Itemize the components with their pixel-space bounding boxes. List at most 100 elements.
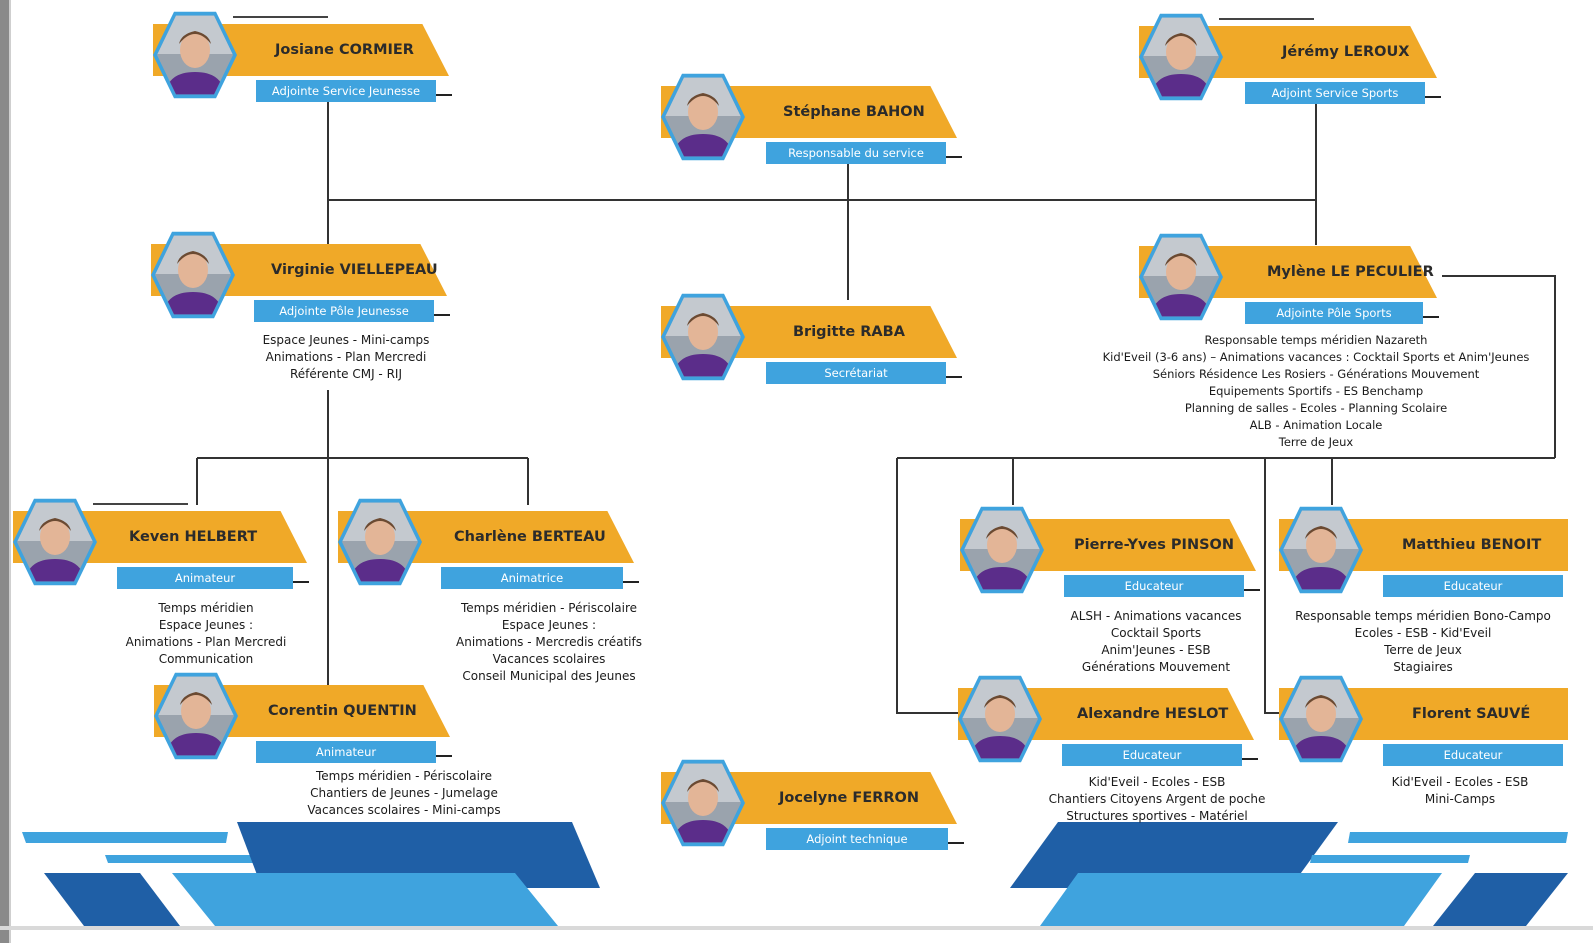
person-name: Jocelyne FERRON — [779, 790, 920, 806]
tasks-benoit: Responsable temps méridien Bono-Campo Ec… — [1282, 608, 1564, 676]
card-charlene-berteau: Charlène BERTEAU Animatrice — [338, 497, 639, 597]
card-keven-helbert: Keven HELBERT Animateur — [13, 497, 313, 597]
task-line: Animations - Mercredis créatifs — [456, 635, 642, 649]
person-role: Adjoint technique — [766, 828, 948, 850]
person-name: Brigitte RABA — [793, 324, 905, 340]
tasks-quentin: Temps méridien - Périscolaire Chantiers … — [286, 768, 522, 819]
person-name: Keven HELBERT — [129, 529, 258, 545]
person-name: Jérémy LEROUX — [1282, 44, 1410, 60]
role-tick — [293, 581, 309, 583]
card-top-tick — [93, 503, 188, 505]
task-line: Kid'Eveil - Ecoles - ESB — [1391, 775, 1529, 789]
decor-band-3 — [237, 822, 600, 888]
task-line: Séniors Résidence Les Rosiers - Générati… — [1152, 367, 1480, 381]
person-role: Educateur — [1062, 744, 1242, 766]
avatar — [661, 759, 745, 847]
line-lepeculier-right — [1442, 275, 1556, 458]
task-line: Responsable temps méridien Bono-Campo — [1295, 609, 1551, 623]
task-line: Anim'Jeunes - ESB — [1101, 643, 1211, 657]
card-corentin-quentin: Corentin QUENTIN Animateur — [154, 671, 454, 771]
task-line: Cocktail Sports — [1110, 626, 1202, 640]
person-name: Florent SAUVÉ — [1412, 706, 1531, 722]
card-mylene-le-peculier: Mylène LE PECULIER Adjointe Pôle Sports — [1139, 232, 1439, 332]
task-line: Espace Jeunes : — [158, 618, 254, 632]
task-line: Communication — [158, 652, 254, 666]
avatar — [958, 675, 1042, 763]
tasks-heslot: Kid'Eveil - Ecoles - ESB Chantiers Citoy… — [1034, 774, 1280, 825]
decor-band-9 — [1310, 855, 1470, 863]
task-line: Générations Mouvement — [1081, 660, 1231, 674]
decor-band-8 — [1348, 832, 1568, 843]
left-border — [0, 0, 11, 943]
tasks-lepeculier: Responsable temps méridien Nazareth Kid'… — [1082, 332, 1550, 451]
person-name: Alexandre HESLOT — [1077, 706, 1229, 722]
role-tick — [1425, 96, 1441, 98]
task-line: Temps méridien - Périscolaire — [315, 769, 492, 783]
task-line: Terre de Jeux — [1384, 643, 1462, 657]
task-line: ALB - Animation Locale — [1249, 418, 1383, 432]
card-jeremy-leroux: Jérémy LEROUX Adjoint Service Sports — [1139, 12, 1441, 112]
avatar — [1279, 675, 1363, 763]
role-tick — [623, 581, 639, 583]
avatar — [661, 73, 745, 161]
person-name: Corentin QUENTIN — [268, 703, 417, 719]
role-tick — [1242, 758, 1258, 760]
decor-band-7 — [1040, 873, 1442, 926]
task-line: Kid'Eveil - Ecoles - ESB — [1088, 775, 1226, 789]
person-role: Secrétariat — [766, 362, 946, 384]
person-role: Responsable du service — [766, 142, 946, 164]
person-role: Adjointe Pôle Jeunesse — [254, 300, 434, 322]
task-line: Espace Jeunes - Mini-camps — [262, 333, 430, 347]
card-alexandre-heslot: Alexandre HESLOT Educateur — [958, 674, 1258, 774]
person-name: Pierre-Yves PINSON — [1074, 537, 1234, 553]
decor-band-10 — [1433, 873, 1568, 926]
avatar — [151, 231, 235, 319]
person-name: Matthieu BENOIT — [1402, 537, 1542, 553]
task-line: Vacances scolaires - Mini-camps — [307, 803, 501, 817]
avatar — [338, 498, 422, 586]
bottom-rule — [0, 926, 1593, 930]
person-role: Animatrice — [441, 567, 623, 589]
line-sauve-drop — [1264, 458, 1280, 714]
person-role: Animateur — [117, 567, 293, 589]
role-tick — [434, 314, 450, 316]
task-line: Conseil Municipal des Jeunes — [462, 669, 636, 683]
person-role: Adjoint Service Sports — [1245, 82, 1425, 104]
role-tick — [948, 842, 964, 844]
task-line: Ecoles - ESB - Kid'Eveil — [1354, 626, 1492, 640]
card-matthieu-benoit: Matthieu BENOIT Educateur — [1279, 505, 1568, 605]
card-jocelyne-ferron: Jocelyne FERRON Adjoint technique — [661, 758, 964, 858]
person-name: Charlène BERTEAU — [454, 529, 606, 545]
person-name: Stéphane BAHON — [783, 104, 925, 120]
avatar — [661, 293, 745, 381]
person-name: Virginie VIELLEPEAU — [271, 262, 438, 278]
task-line: Espace Jeunes : — [501, 618, 597, 632]
card-josiane-cormier: Josiane CORMIER Adjointe Service Jeuness… — [153, 10, 453, 110]
person-role: Educateur — [1383, 744, 1563, 766]
task-line: Equipements Sportifs - ES Benchamp — [1208, 384, 1424, 398]
tasks-pinson: ALSH - Animations vacances Cocktail Spor… — [1040, 608, 1272, 676]
role-tick — [436, 755, 452, 757]
role-tick — [436, 94, 452, 96]
task-line: Chantiers Citoyens Argent de poche — [1048, 792, 1266, 806]
person-name: Mylène LE PECULIER — [1267, 264, 1434, 280]
tasks-helbert: Temps méridien Espace Jeunes : Animation… — [96, 600, 316, 668]
person-role: Adjointe Pôle Sports — [1245, 302, 1423, 324]
avatar — [1139, 233, 1223, 321]
tasks-viellepeau: Espace Jeunes - Mini-camps Animations - … — [226, 332, 466, 383]
task-line: Mini-Camps — [1424, 792, 1496, 806]
decor-band-4 — [44, 873, 180, 926]
task-line: Responsable temps méridien Nazareth — [1204, 333, 1428, 347]
task-line: Temps méridien - Périscolaire — [460, 601, 637, 615]
card-top-tick — [233, 16, 328, 18]
task-line: Vacances scolaires — [492, 652, 606, 666]
card-brigitte-raba: Brigitte RABA Secrétariat — [661, 292, 962, 392]
decor-band-5 — [172, 873, 558, 926]
task-line: Planning de salles - Ecoles - Planning S… — [1184, 401, 1448, 415]
person-role: Educateur — [1064, 575, 1244, 597]
decor-band-2 — [105, 855, 258, 863]
avatar — [1139, 13, 1223, 101]
